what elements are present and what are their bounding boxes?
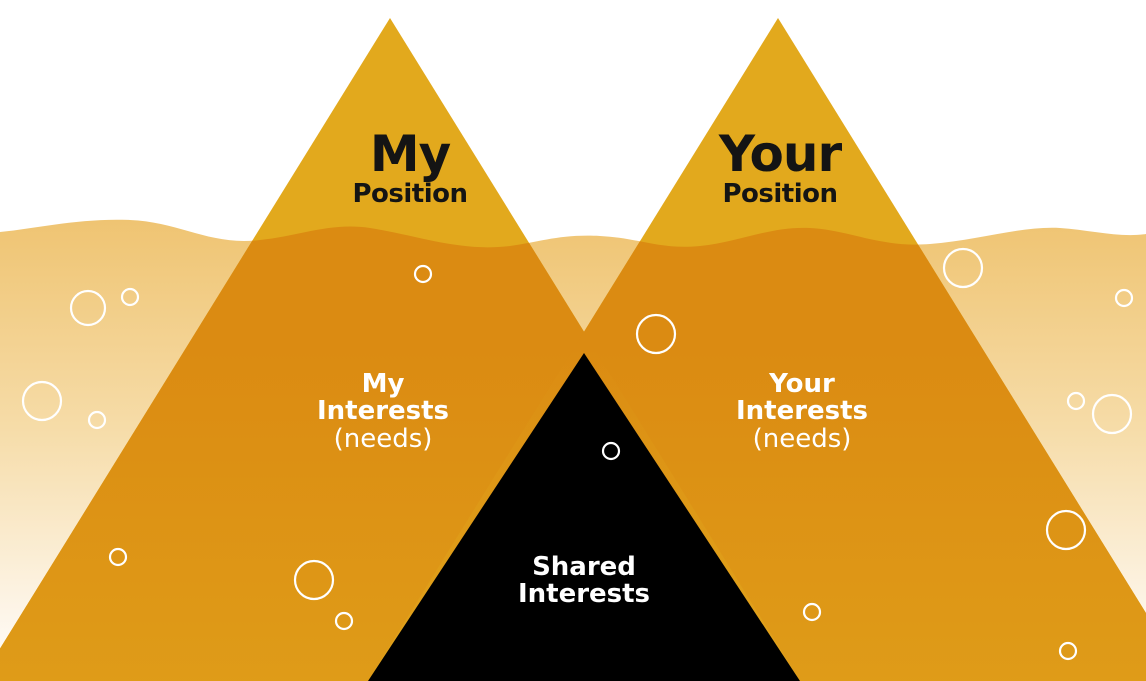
bubble <box>601 441 621 461</box>
bubble <box>293 559 335 601</box>
bubble <box>120 287 140 307</box>
my-interests-label: My Interests (needs) <box>283 369 483 454</box>
bubble <box>1045 509 1087 551</box>
your-interests-line1: Your <box>769 369 835 399</box>
your-interests-line2: Interests <box>735 396 869 427</box>
your-interests-label: Your Interests (needs) <box>702 369 902 454</box>
your-position-title: Your <box>718 125 842 183</box>
bubble <box>108 547 128 567</box>
your-position-subtitle: Position <box>722 178 838 209</box>
my-position-title: My <box>369 125 451 183</box>
bubble <box>21 380 63 422</box>
my-interests-line3: (needs) <box>333 423 433 454</box>
your-interests-line3: (needs) <box>752 423 852 454</box>
bubble <box>1091 393 1133 435</box>
my-position-label: My Position <box>300 128 520 208</box>
bubbles <box>21 247 1134 661</box>
my-interests-line1: My <box>361 369 405 399</box>
bubble <box>334 611 354 631</box>
my-interests-line2: Interests <box>316 396 450 427</box>
your-position-label: Your Position <box>670 128 890 208</box>
bubble <box>942 247 984 289</box>
bubble <box>1058 641 1078 661</box>
shared-interests-label: Shared Interests <box>484 552 684 610</box>
shared-interests-region <box>368 353 800 681</box>
my-position-subtitle: Position <box>352 178 468 209</box>
bubble <box>1066 391 1086 411</box>
shared-interests-line2: Interests <box>517 579 651 610</box>
bubble <box>413 264 433 284</box>
shared-interests-line1: Shared <box>532 552 636 582</box>
bubble <box>87 410 107 430</box>
bubble <box>69 289 107 327</box>
bubble <box>802 602 822 622</box>
bubble <box>635 313 677 355</box>
bubble <box>1114 288 1134 308</box>
